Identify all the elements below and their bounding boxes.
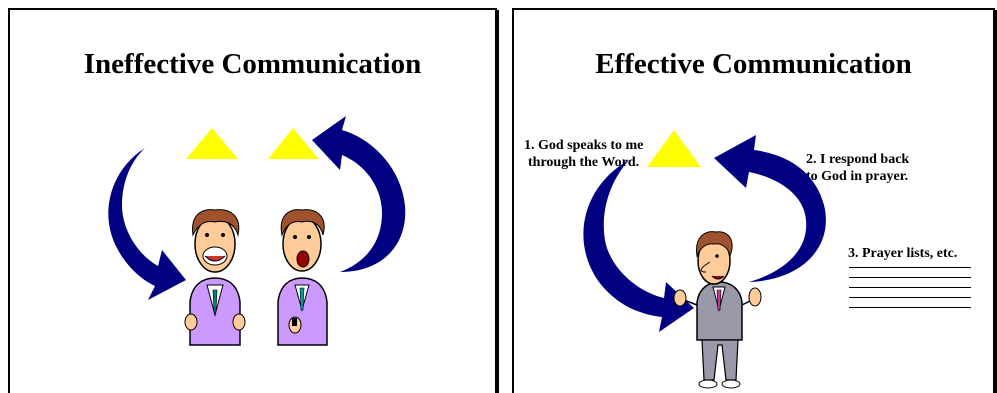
right-curved-arrow-icon xyxy=(312,116,406,272)
person-right-icon xyxy=(277,209,328,346)
slide-effective-communication: Effective Communication 1. God speaks to… xyxy=(512,8,995,393)
step1-line1: 1. God speaks to me xyxy=(524,138,644,153)
slide-title: Effective Communication xyxy=(595,48,912,80)
left-curved-arrow-icon xyxy=(108,148,186,300)
step2-label: 2. I respond back to God in prayer. xyxy=(806,151,909,185)
triangle-icon xyxy=(647,130,701,167)
step2-line2: to God in prayer. xyxy=(806,169,909,184)
slide-title: Ineffective Communication xyxy=(83,48,422,80)
slide-shadow xyxy=(495,10,499,393)
right-curved-arrow-icon xyxy=(714,135,826,282)
step3-label: 3. Prayer lists, etc. xyxy=(848,246,958,261)
right-triangle-icon xyxy=(268,128,319,159)
person-left-icon xyxy=(184,209,246,346)
step1-label: 1. God speaks to me through the Word. xyxy=(524,137,643,171)
left-curved-arrow-icon xyxy=(583,160,694,332)
step1-line2: through the Word. xyxy=(528,155,640,170)
step2-line1: 2. I respond back xyxy=(806,152,910,167)
ineffective-illustration xyxy=(108,116,406,346)
person-open-hands-icon xyxy=(673,231,762,389)
effective-illustration xyxy=(583,130,826,389)
left-triangle-icon xyxy=(186,128,238,159)
prayer-list-lines xyxy=(849,267,971,317)
slide-shadow xyxy=(993,10,997,393)
slide-ineffective-communication: Ineffective Communication xyxy=(8,8,497,393)
